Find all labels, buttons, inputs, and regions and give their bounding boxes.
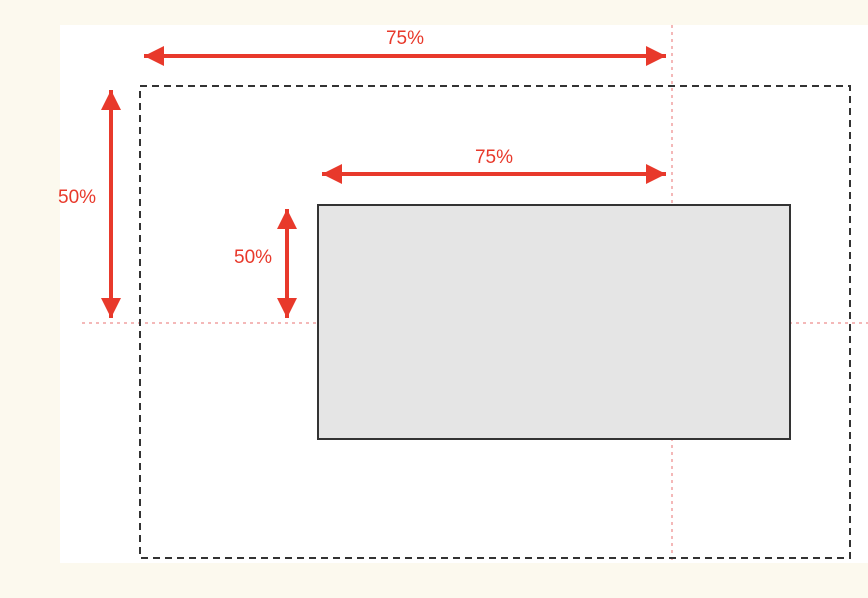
positioning-area-outline (139, 85, 851, 559)
outer-vertical-label: 50% (58, 187, 96, 208)
inner-horizontal-label: 75% (475, 147, 513, 168)
outer-horizontal-label: 75% (386, 28, 424, 49)
positioned-image-box (317, 204, 791, 440)
inner-vertical-label: 50% (234, 247, 272, 268)
